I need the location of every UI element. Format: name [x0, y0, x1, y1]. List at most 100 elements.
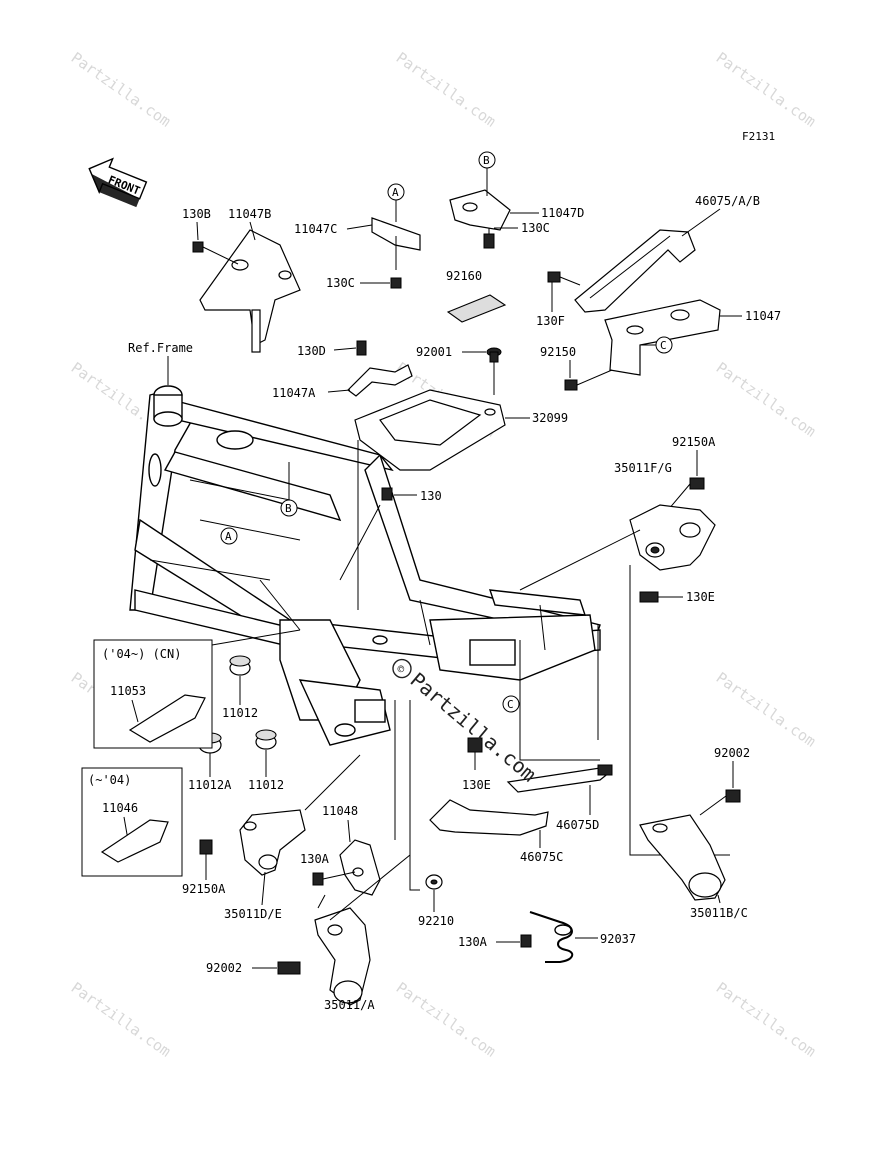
part-label-130c-b: 130C	[521, 221, 550, 235]
part-label-35011fg: 35011F/G	[614, 461, 672, 475]
part-label-130b: 130B	[182, 207, 211, 221]
bolt-92001	[486, 347, 502, 395]
grab-bar-46075ab	[574, 229, 696, 313]
bolt-130b	[192, 241, 239, 265]
part-label-11047d: 11047D	[541, 206, 584, 220]
part-label-130e-mid: 130E	[462, 778, 491, 792]
part-label-92002-left: 92002	[206, 961, 242, 975]
spring-92037	[529, 911, 574, 963]
bolt-130e-mid	[467, 737, 483, 770]
part-label-92150a-top: 92150A	[672, 435, 716, 449]
part-label-130d: 130D	[297, 344, 326, 358]
bar-46075d	[506, 764, 613, 793]
part-label-35011a: 35011/A	[324, 998, 375, 1012]
part-label-130a-a: 130A	[300, 852, 330, 866]
callout-a-frame: A	[220, 527, 238, 545]
part-label-11053: 11053	[110, 684, 146, 698]
bolt-130a-b	[520, 934, 532, 948]
footpeg-bracket-35011a	[314, 907, 371, 1006]
ref-frame-label: Ref.Frame	[128, 341, 193, 355]
part-label-92160: 92160	[446, 269, 482, 283]
tray-32099	[354, 389, 506, 471]
part-label-46075ab: 46075/A/B	[695, 194, 760, 208]
part-label-46075c: 46075C	[520, 850, 563, 864]
cover-11046	[100, 819, 169, 863]
bracket-11047c	[371, 217, 421, 270]
watermark: Partzilla.com	[713, 49, 819, 131]
bolt-130d	[356, 340, 367, 356]
bolt-130e-top	[639, 591, 659, 603]
part-label-92002-right: 92002	[714, 746, 750, 760]
part-label-92150a-bot: 92150A	[182, 882, 226, 896]
watermark: Partzilla.com	[713, 979, 819, 1061]
part-label-130c-a: 130C	[326, 276, 355, 290]
callout-b-top: B	[478, 151, 496, 196]
svg-text:B: B	[285, 502, 292, 515]
bolt-92150a-top	[667, 477, 705, 511]
callout-a-top: A	[387, 183, 405, 222]
part-label-130e-top: 130E	[686, 590, 715, 604]
part-label-11012-a: 11012	[222, 706, 258, 720]
bolt-92002-right	[699, 789, 741, 816]
svg-text:Partzilla.com: Partzilla.com	[406, 668, 541, 787]
cn-variant-box: ('04~) (CN) 11053	[93, 639, 213, 749]
svg-text:C: C	[660, 339, 667, 352]
pad-92160	[446, 294, 507, 323]
watermark: Partzilla.com	[713, 359, 819, 441]
front-arrow: FRONT	[88, 157, 148, 208]
diagram-code: F2131	[742, 130, 775, 143]
svg-text:A: A	[225, 530, 232, 543]
part-label-92001: 92001	[416, 345, 452, 359]
bolt-130	[339, 487, 393, 581]
bar-46075c	[429, 799, 549, 836]
bracket-11047d	[449, 189, 511, 231]
part-label-46075d: 46075D	[556, 818, 599, 832]
bracket-11047b	[199, 229, 301, 353]
part-label-11046: 11046	[102, 801, 138, 815]
callout-b-frame: B	[280, 462, 298, 517]
part-label-11047b: 11047B	[228, 207, 271, 221]
part-label-35011de: 35011D/E	[224, 907, 282, 921]
grommet-11012-a	[229, 655, 251, 676]
nut-92210	[425, 874, 443, 890]
part-label-92037: 92037	[600, 932, 636, 946]
part-label-92210: 92210	[418, 914, 454, 928]
footpeg-bracket-35011de	[239, 809, 306, 876]
svg-text:A: A	[392, 186, 399, 199]
part-label-11012-b: 11012	[248, 778, 284, 792]
part-label-11047c: 11047C	[294, 222, 337, 236]
old-variant-box: (~'04) 11046	[81, 767, 183, 877]
bolt-130c-b	[483, 228, 495, 249]
part-label-11047: 11047	[745, 309, 781, 323]
bracket-11048	[339, 839, 381, 896]
footpeg-bracket-35011fg	[629, 504, 716, 571]
bolt-92150a-bot	[199, 839, 213, 855]
part-label-130a-b: 130A	[458, 935, 488, 949]
bolt-130c-a	[390, 277, 402, 289]
part-label-130: 130	[420, 489, 442, 503]
bolt-130f	[547, 271, 581, 286]
watermark: Partzilla.com	[68, 49, 174, 131]
part-label-11048: 11048	[322, 804, 358, 818]
watermark: Partzilla.com	[68, 979, 174, 1061]
cn-box-title: ('04~) (CN)	[102, 647, 181, 661]
part-label-92150: 92150	[540, 345, 576, 359]
part-label-35011bc: 35011B/C	[690, 906, 748, 920]
part-label-11047a: 11047A	[272, 386, 316, 400]
callout-c-frame: C	[502, 695, 520, 713]
bolt-92150	[564, 369, 613, 391]
bracket-11047a	[347, 364, 413, 397]
main-frame	[129, 385, 601, 746]
watermark: Partzilla.com	[393, 49, 499, 131]
part-label-11012a: 11012A	[188, 778, 232, 792]
svg-text:C: C	[507, 698, 514, 711]
watermark: Partzilla.com	[393, 979, 499, 1061]
svg-text:B: B	[483, 154, 490, 167]
bolt-130a-a	[312, 872, 324, 886]
cover-11053	[128, 694, 206, 743]
part-label-130f: 130F	[536, 314, 565, 328]
grommet-11012-b	[255, 729, 277, 750]
callout-c-top: C	[640, 336, 673, 354]
part-label-32099: 32099	[532, 411, 568, 425]
